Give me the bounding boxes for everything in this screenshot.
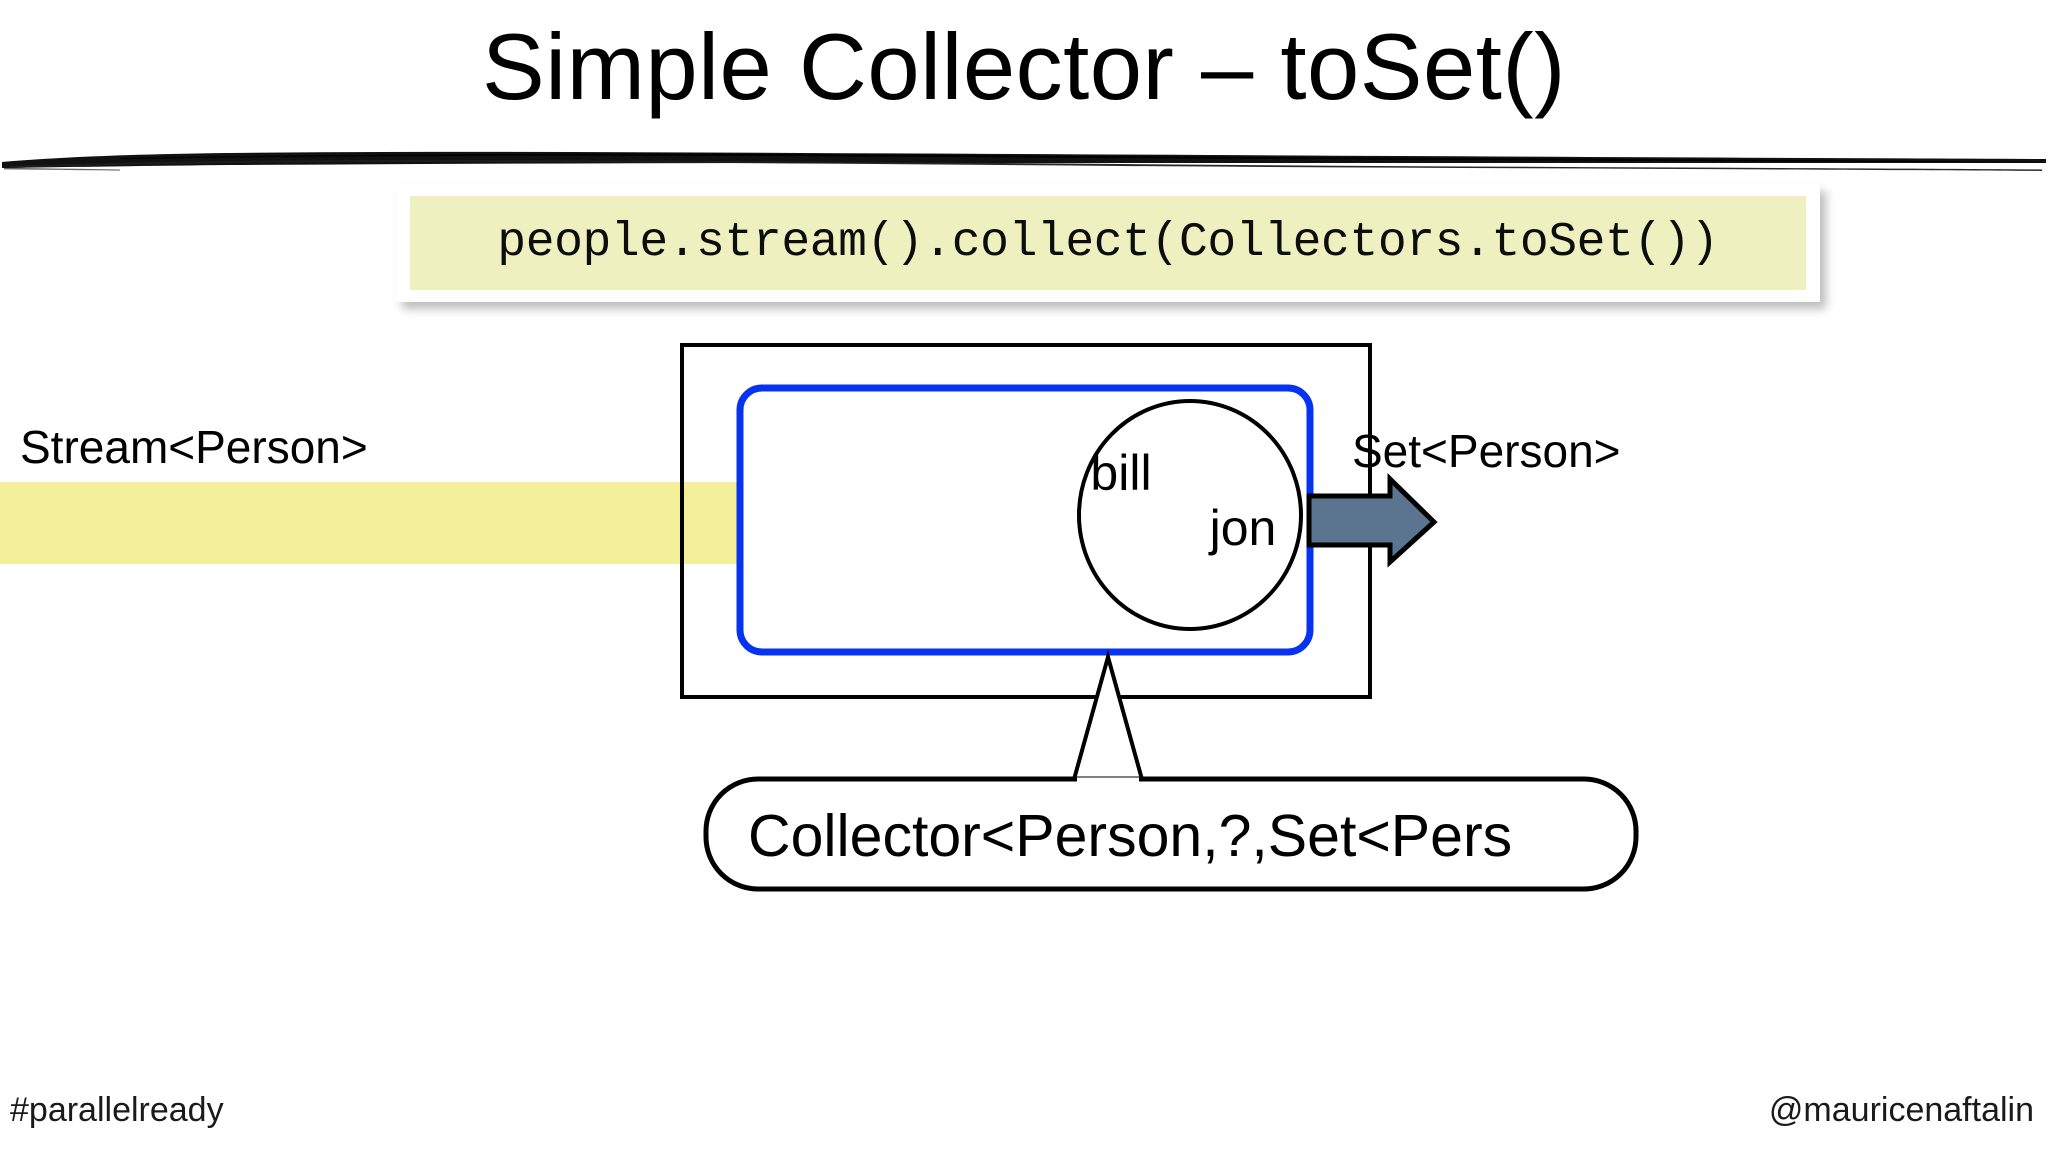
set-element-bill: bill bbox=[1090, 445, 1151, 501]
stream-band bbox=[0, 482, 745, 564]
set-element-jon: jon bbox=[1208, 500, 1277, 556]
output-arrow bbox=[1306, 473, 1438, 568]
callout-label: Collector<Person,?,Set<Pers bbox=[748, 803, 1512, 869]
code-snippet-box: people.stream().collect(Collectors.toSet… bbox=[396, 184, 1820, 302]
footer-hashtag: #parallelready bbox=[10, 1091, 224, 1129]
callout-tail bbox=[1070, 649, 1146, 785]
brush-stroke-divider bbox=[2, 151, 2046, 171]
set-type-label: Set<Person> bbox=[1352, 425, 1621, 477]
footer-handle: @mauricenaftalin bbox=[1768, 1091, 2034, 1129]
code-snippet-fill: people.stream().collect(Collectors.toSet… bbox=[410, 196, 1806, 290]
page-title: Simple Collector – toSet() bbox=[482, 14, 1566, 119]
code-snippet-text: people.stream().collect(Collectors.toSet… bbox=[497, 216, 1719, 270]
stream-type-label: Stream<Person> bbox=[20, 421, 368, 473]
